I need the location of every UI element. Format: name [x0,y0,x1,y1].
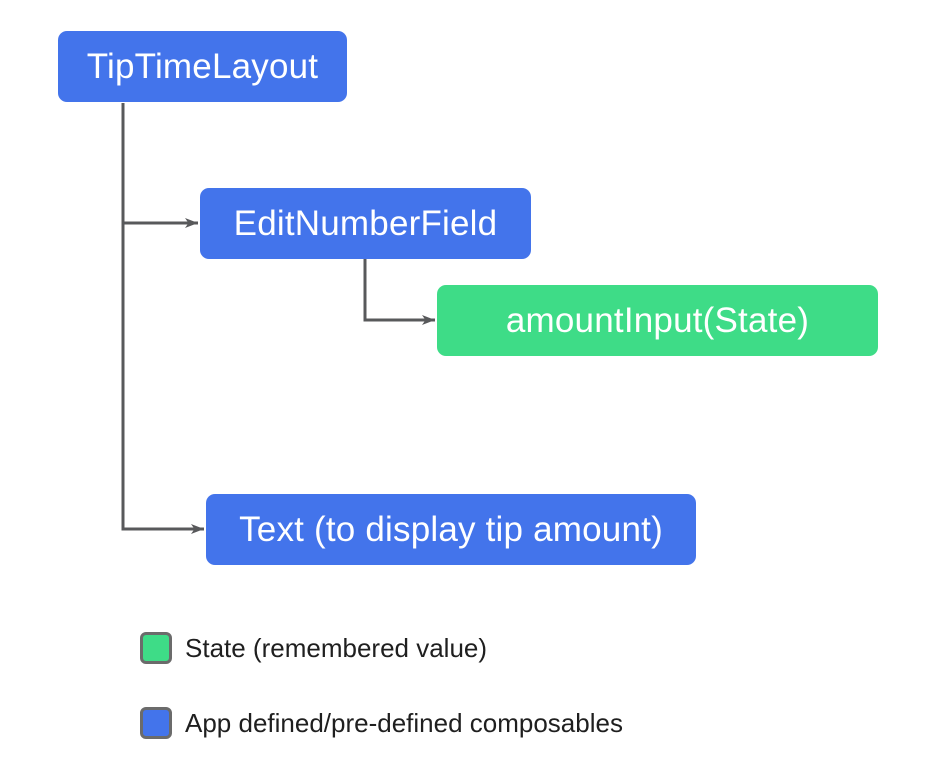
node-text-tip-amount-label: Text (to display tip amount) [239,509,663,549]
node-editnumberfield: EditNumberField [200,188,531,259]
node-amountinput: amountInput(State) [437,285,878,356]
legend-label-state: State (remembered value) [185,632,488,663]
legend-swatch-state [140,632,172,664]
node-amountinput-label: amountInput(State) [505,300,810,340]
connector-tiptimelayout-to-text [121,103,204,534]
legend-swatch-composables [140,707,172,739]
legend-item-composables: App defined/pre-defined composables [140,707,623,739]
legend-label-composables: App defined/pre-defined composables [185,707,623,738]
node-tiptimelayout: TipTimeLayout [58,31,347,102]
connector-editnumberfield-to-amountinput [363,259,435,325]
node-tiptimelayout-label: TipTimeLayout [86,46,319,86]
node-editnumberfield-label: EditNumberField [233,203,498,243]
node-text-tip-amount: Text (to display tip amount) [206,494,696,565]
legend-item-state: State (remembered value) [140,632,487,664]
